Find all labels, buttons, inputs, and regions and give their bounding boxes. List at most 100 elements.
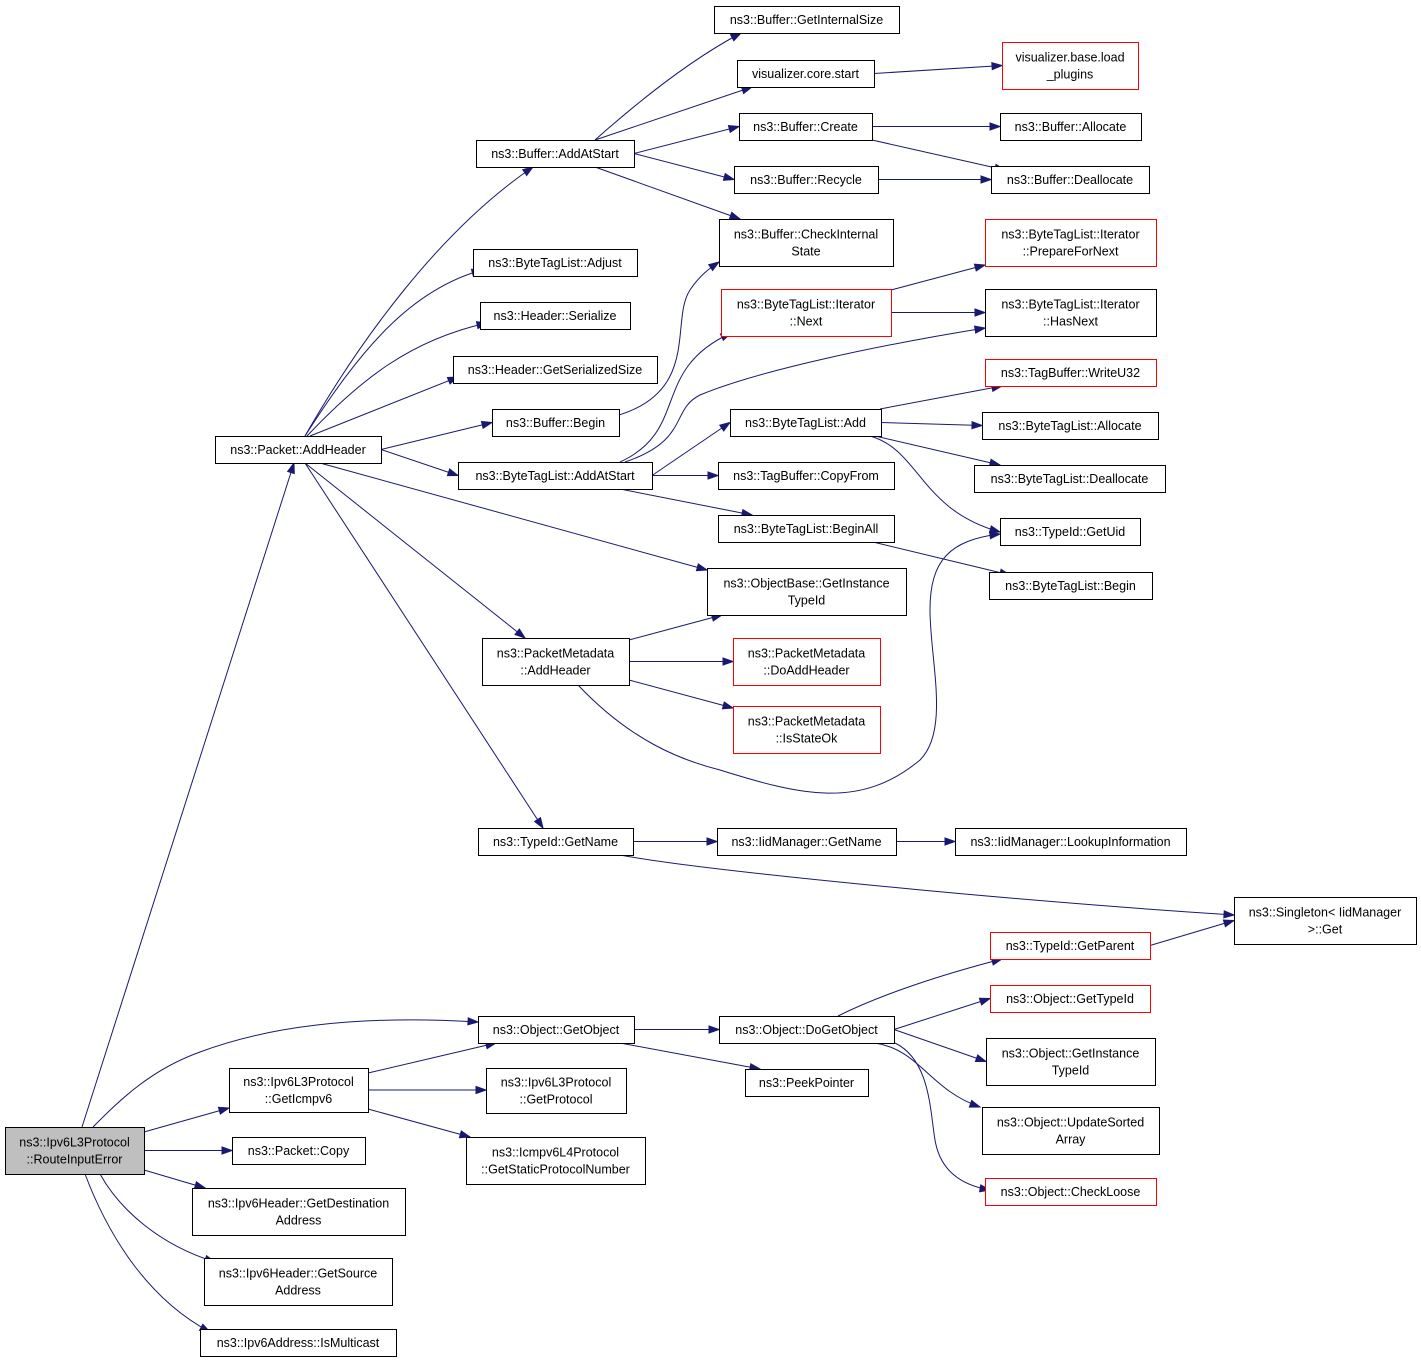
node-hdr-getsersize[interactable]: ns3::Header::GetSerializedSize	[453, 356, 658, 384]
node-iidmgr-getname[interactable]: ns3::IidManager::GetName	[717, 828, 897, 856]
node-box	[453, 356, 658, 384]
edge-arrowhead	[521, 166, 535, 177]
node-buf-deallocate[interactable]: ns3::Buffer::Deallocate	[991, 166, 1150, 194]
node-label: ns3::Icmpv6L4Protocol	[492, 1146, 619, 1160]
edge-line	[577, 533, 1001, 794]
node-box	[1002, 42, 1139, 90]
node-ipv6l3-getprotocol[interactable]: ns3::Ipv6L3Protocol::GetProtocol	[486, 1068, 627, 1114]
node-pkt-copy[interactable]: ns3::Packet::Copy	[232, 1137, 366, 1165]
node-box	[986, 1038, 1156, 1086]
node-box	[215, 436, 382, 464]
node-box	[974, 465, 1166, 493]
edge-arrowhead	[973, 325, 987, 334]
node-btl-beginall[interactable]: ns3::ByteTagList::BeginAll	[718, 515, 895, 543]
node-label: ns3::Ipv6L3Protocol	[501, 1076, 612, 1090]
node-label: ns3::Buffer::Recycle	[750, 173, 862, 187]
node-buf-addatstart[interactable]: ns3::Buffer::AddAtStart	[476, 140, 635, 168]
node-pkt-addheader[interactable]: ns3::Packet::AddHeader	[215, 436, 382, 464]
edge-pkt-addheader-to-buf-addatstart	[304, 166, 535, 437]
node-box	[985, 359, 1157, 387]
node-singleton-get[interactable]: ns3::Singleton< IidManager>::Get	[1234, 897, 1417, 945]
edge-pkt-addheader-to-hdr-getsersize	[309, 376, 460, 437]
node-pm-doaddheader[interactable]: ns3::PacketMetadata::DoAddHeader	[733, 638, 881, 686]
edge-line	[893, 1029, 987, 1062]
edge-ipv6l3-geticmpv6-to-ipv6l3-getprotocol	[368, 1085, 488, 1095]
edge-line	[92, 1019, 479, 1128]
edge-line	[619, 1042, 761, 1070]
node-btl-adjust[interactable]: ns3::ByteTagList::Adjust	[473, 249, 638, 277]
node-box	[737, 60, 875, 88]
node-hdr-serialize[interactable]: ns3::Header::Serialize	[480, 302, 631, 330]
node-box	[486, 1068, 627, 1114]
node-label: ::GetStaticProtocolNumber	[481, 1163, 630, 1177]
node-peekpointer[interactable]: ns3::PeekPointer	[745, 1069, 869, 1097]
node-tagbuf-copyfrom[interactable]: ns3::TagBuffer::CopyFrom	[718, 462, 895, 490]
edge-line	[84, 1173, 211, 1333]
edge-arrowhead	[944, 837, 957, 846]
node-box	[990, 985, 1151, 1013]
node-label: _plugins	[1046, 68, 1094, 82]
node-label: Address	[276, 1214, 322, 1228]
node-buf-getinternalsize[interactable]: ns3::Buffer::GetInternalSize	[714, 6, 900, 34]
node-buf-create[interactable]: ns3::Buffer::Create	[739, 113, 873, 141]
node-box	[200, 1329, 397, 1357]
node-btl-it-next[interactable]: ns3::ByteTagList::Iterator::Next	[721, 289, 892, 337]
edge-pm-addheader-to-pm-isstateok	[628, 679, 735, 710]
node-viz-core-start[interactable]: visualizer.core.start	[737, 60, 875, 88]
edge-root-to-pkt-addheader	[81, 461, 295, 1128]
node-box	[721, 289, 892, 337]
node-buf-recycle[interactable]: ns3::Buffer::Recycle	[734, 166, 879, 194]
node-typeid-getparent[interactable]: ns3::TypeId::GetParent	[990, 932, 1151, 960]
node-pm-addheader[interactable]: ns3::PacketMetadata::AddHeader	[482, 638, 630, 686]
node-viz-load-plugins[interactable]: visualizer.base.load_plugins	[1002, 42, 1139, 90]
node-buf-allocate[interactable]: ns3::Buffer::Allocate	[1000, 113, 1142, 141]
node-obj-dogetobject[interactable]: ns3::Object::DoGetObject	[719, 1016, 895, 1044]
node-btl-it-preparefornext[interactable]: ns3::ByteTagList::Iterator::PrepareForNe…	[985, 219, 1157, 267]
edge-arrowhead	[475, 1085, 488, 1095]
node-tagbuf-writeu32[interactable]: ns3::TagBuffer::WriteU32	[985, 359, 1157, 387]
node-typeid-getname[interactable]: ns3::TypeId::GetName	[478, 828, 634, 856]
node-layer: ns3::Ipv6L3Protocol::RouteInputErrorns3:…	[5, 6, 1417, 1357]
node-label: ns3::ByteTagList::Add	[745, 416, 866, 430]
edge-arrowhead	[1223, 910, 1236, 919]
node-ipv6l3-geticmpv6[interactable]: ns3::Ipv6L3Protocol::GetIcmpv6	[229, 1068, 369, 1113]
node-label: ns3::Object::UpdateSorted	[997, 1116, 1144, 1130]
edge-arrowhead	[729, 32, 743, 42]
node-buf-begin[interactable]: ns3::Buffer::Begin	[492, 409, 620, 437]
edge-line	[651, 422, 731, 476]
node-btl-it-hasnext[interactable]: ns3::ByteTagList::Iterator::HasNext	[985, 289, 1157, 337]
edge-buf-begin-to-buf-checkinternal	[618, 261, 721, 416]
node-ipv6addr-ismulticast[interactable]: ns3::Ipv6Address::IsMulticast	[200, 1329, 397, 1357]
edge-obj-getobject-to-peekpointer	[619, 1042, 762, 1072]
node-btl-allocate[interactable]: ns3::ByteTagList::Allocate	[982, 412, 1159, 440]
node-btl-begin[interactable]: ns3::ByteTagList::Begin	[989, 572, 1153, 600]
edge-pm-addheader-to-pm-doaddheader	[629, 657, 735, 666]
node-btl-deallocate[interactable]: ns3::ByteTagList::Deallocate	[974, 465, 1166, 493]
edge-arrowhead	[446, 468, 460, 477]
node-root[interactable]: ns3::Ipv6L3Protocol::RouteInputError	[5, 1127, 145, 1175]
edge-line	[594, 86, 753, 141]
node-btl-addatstart[interactable]: ns3::ByteTagList::AddAtStart	[458, 462, 653, 490]
node-iidmgr-lookup[interactable]: ns3::IidManager::LookupInformation	[955, 828, 1187, 856]
edge-arrowhead	[989, 531, 1002, 540]
node-box	[714, 6, 900, 34]
node-obj-getobject[interactable]: ns3::Object::GetObject	[478, 1016, 635, 1044]
node-btl-add[interactable]: ns3::ByteTagList::Add	[730, 409, 882, 437]
node-pm-isstateok[interactable]: ns3::PacketMetadata::IsStateOk	[733, 706, 881, 754]
edge-line	[619, 332, 732, 463]
node-obj-checkloose[interactable]: ns3::Object::CheckLoose	[985, 1178, 1157, 1206]
node-obj-gettypeid[interactable]: ns3::Object::GetTypeId	[990, 985, 1151, 1013]
node-typeid-getuid[interactable]: ns3::TypeId::GetUid	[1000, 518, 1141, 546]
node-label: ns3::Object::CheckLoose	[1001, 1185, 1141, 1199]
edge-obj-getobject-to-obj-dogetobject	[634, 1025, 721, 1034]
node-box	[480, 302, 631, 330]
node-icmpv6l4-getstatic[interactable]: ns3::Icmpv6L4Protocol::GetStaticProtocol…	[466, 1137, 646, 1185]
node-label: ns3::ByteTagList::Iterator	[1001, 228, 1139, 242]
edge-root-to-ipv6hdr-getdest	[143, 1169, 207, 1190]
